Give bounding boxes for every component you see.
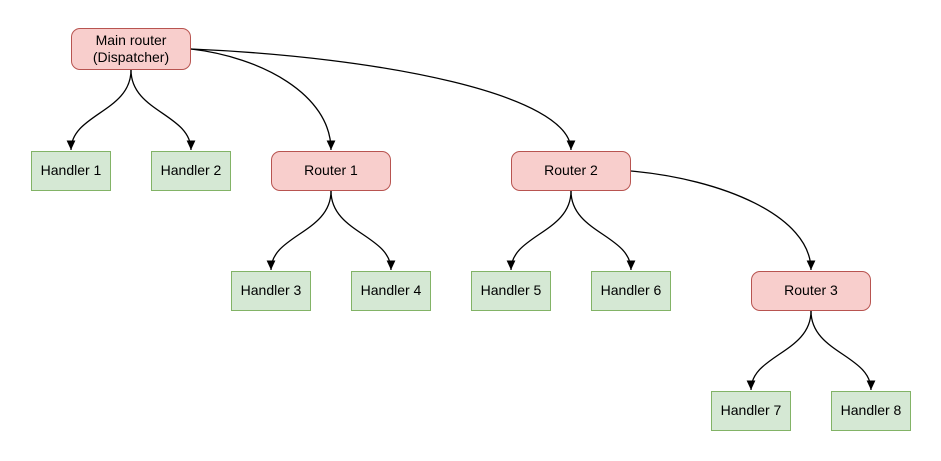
node-router-3: Router 3: [751, 271, 871, 311]
node-handler-8: Handler 8: [831, 391, 911, 431]
edge-router3-to-handler8: [810, 310, 876, 391]
edge-router3-to-handler7: [746, 310, 812, 391]
edge-main-to-handler2: [130, 69, 196, 151]
edge-main-to-router2: [190, 48, 576, 151]
edge-router2-to-router3: [630, 170, 816, 271]
node-handler-3: Handler 3: [231, 271, 311, 311]
node-router-2: Router 2: [511, 151, 631, 191]
edge-router2-to-handler5: [506, 190, 572, 271]
edge-main-to-handler1: [66, 69, 132, 151]
edge-main-to-router1: [190, 48, 336, 151]
node-handler-1: Handler 1: [31, 151, 111, 191]
node-handler-2: Handler 2: [151, 151, 231, 191]
edge-router1-to-handler3: [266, 190, 332, 271]
node-main-router-dispatcher: Main router (Dispatcher): [71, 28, 191, 70]
node-router-1: Router 1: [271, 151, 391, 191]
edge-router2-to-handler6: [570, 190, 636, 271]
node-handler-7: Handler 7: [711, 391, 791, 431]
node-handler-5: Handler 5: [471, 271, 551, 311]
node-handler-4: Handler 4: [351, 271, 431, 311]
edge-router1-to-handler4: [330, 190, 396, 271]
node-handler-6: Handler 6: [591, 271, 671, 311]
